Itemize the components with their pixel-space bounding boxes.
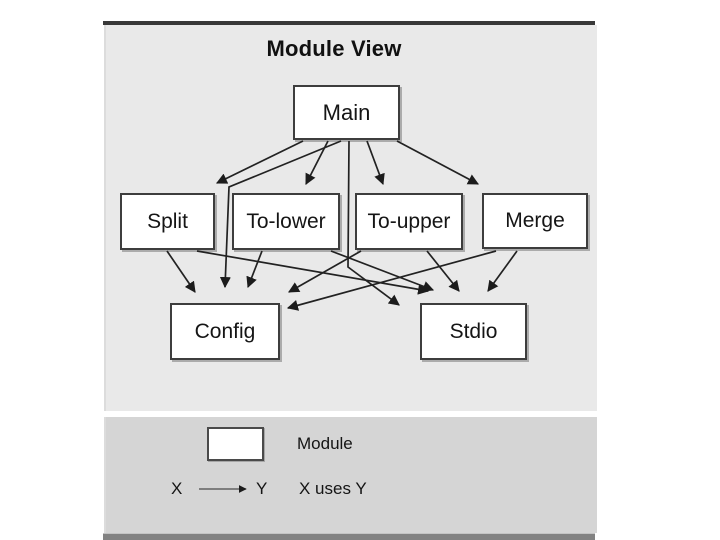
module-node-merge: Merge [482, 193, 588, 249]
module-node-to-upper-label: To-upper [367, 209, 451, 233]
legend-arrow-from-label: X [171, 479, 183, 498]
legend-arrow-to-label: Y [256, 479, 268, 498]
legend-arrow-meaning: X uses Y [299, 479, 367, 498]
module-node-config-label: Config [194, 319, 256, 343]
legend-panel [104, 417, 597, 533]
module-node-split: Split [120, 193, 215, 250]
module-node-stdio-label: Stdio [449, 319, 498, 343]
legend-module-label: Module [297, 434, 353, 453]
diagram-title: Module View [266, 36, 402, 61]
module-node-main-label: Main [322, 99, 371, 125]
module-node-to-upper: To-upper [355, 193, 463, 250]
module-node-merge-label: Merge [505, 209, 565, 232]
module-node-config: Config [170, 303, 280, 360]
module-node-to-lower: To-lower [232, 193, 340, 250]
module-node-to-lower-label: To-lower [246, 209, 326, 233]
module-node-main: Main [293, 85, 400, 140]
top-rule [103, 21, 595, 25]
module-node-stdio: Stdio [420, 303, 527, 360]
bottom-rule [103, 533, 595, 540]
legend-module-symbol [207, 427, 264, 461]
module-node-split-label: Split [147, 209, 188, 233]
